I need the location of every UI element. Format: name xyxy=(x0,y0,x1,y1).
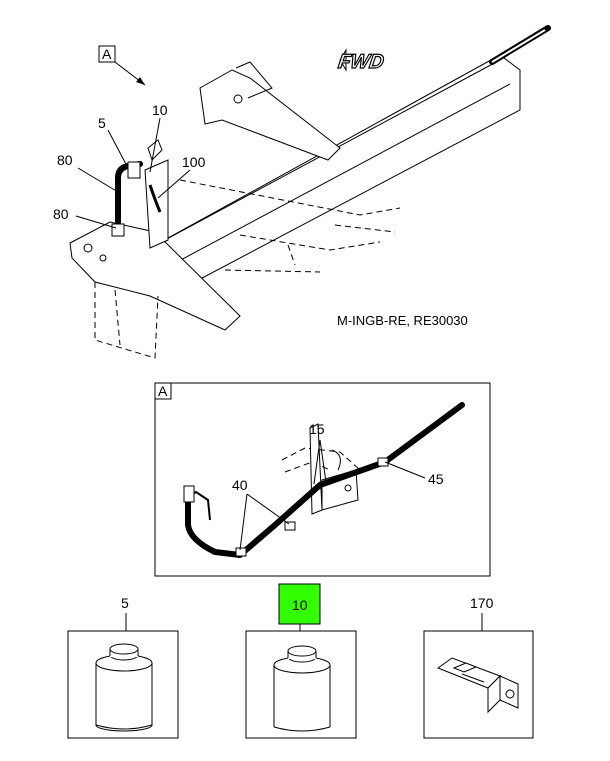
part-card-10[interactable]: 10 xyxy=(245,583,357,739)
leader-40-b xyxy=(246,493,290,525)
lower-bracket xyxy=(69,221,241,359)
leader-100 xyxy=(157,169,191,199)
leader-80-top xyxy=(77,167,119,193)
leader-15-a xyxy=(313,439,321,485)
part-frame-170 xyxy=(423,630,534,739)
fitting xyxy=(127,161,141,179)
clip-45 xyxy=(377,457,389,467)
adhesive-can-icon xyxy=(95,643,153,732)
view-tag-label: A xyxy=(102,46,112,62)
main-view: A FWD xyxy=(53,25,551,359)
callout-15: 15 xyxy=(309,421,325,437)
callout-80-top: 80 xyxy=(57,152,73,168)
detail-hose xyxy=(185,402,465,558)
callout-40: 40 xyxy=(232,477,248,493)
detail-frame xyxy=(154,382,491,577)
detail-fitting xyxy=(183,485,195,503)
detail-bracket xyxy=(281,423,361,515)
fwd-arrow-icon xyxy=(339,48,347,72)
part-frame-5 xyxy=(67,630,179,739)
part-number-5: 5 xyxy=(121,595,129,611)
part-card-170[interactable]: 170 xyxy=(423,595,534,739)
leader-10 xyxy=(149,117,161,173)
leader-5 xyxy=(107,129,129,169)
leader-15-b xyxy=(319,439,327,483)
view-tag-box xyxy=(98,45,116,63)
fwd-label: FWD xyxy=(337,51,386,73)
hose-tail xyxy=(148,184,162,213)
part-highlight-10 xyxy=(278,583,321,625)
detail-view-tag-box xyxy=(154,382,172,400)
leader-80-bottom xyxy=(75,215,117,229)
detail-view: A 40 15 45 xyxy=(154,382,491,577)
leader-45 xyxy=(384,461,426,479)
leader-40-a xyxy=(239,493,248,551)
hose-highlight xyxy=(491,29,546,63)
arrowhead-icon xyxy=(136,77,145,85)
part-number-170: 170 xyxy=(470,595,494,611)
callout-45: 45 xyxy=(428,471,444,487)
part-card-5[interactable]: 5 xyxy=(67,595,179,739)
callout-5: 5 xyxy=(98,115,106,131)
part-frame-10 xyxy=(245,630,357,739)
clip xyxy=(111,223,125,237)
clip-40-a xyxy=(235,547,247,557)
detail-view-tag-label: A xyxy=(158,383,168,399)
clamp xyxy=(147,139,163,161)
callout-80-bottom: 80 xyxy=(53,206,69,222)
clip-40-b xyxy=(284,521,296,531)
bracket-clip-icon xyxy=(436,657,519,714)
hidden-outlines xyxy=(179,179,401,273)
crossmember xyxy=(199,61,341,161)
callout-10: 10 xyxy=(152,102,168,118)
adhesive-can-icon xyxy=(273,645,331,732)
part-number-10: 10 xyxy=(292,597,308,613)
reference-code: M-INGB-RE, RE30030 xyxy=(337,313,468,328)
callout-100: 100 xyxy=(182,154,206,170)
